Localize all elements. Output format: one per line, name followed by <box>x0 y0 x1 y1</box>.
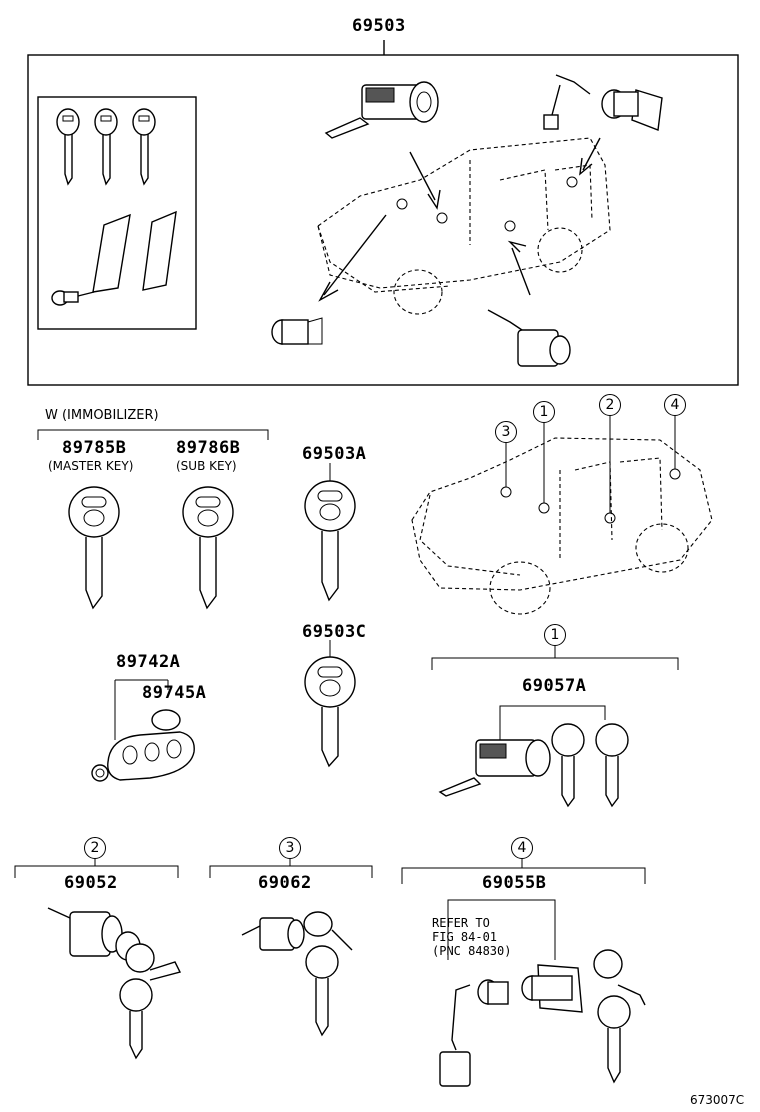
label-sub-key-desc: (SUB KEY) <box>176 459 237 473</box>
refer-line-3: (PNC 84830) <box>432 944 512 958</box>
callout-1-ignition: 1 <box>544 624 566 646</box>
label-back-door-cyl: 69055B <box>482 873 547 893</box>
refer-line-1: REFER TO <box>432 916 490 930</box>
key-tag-2 <box>142 210 177 291</box>
figure-code: 673007C <box>690 1093 745 1107</box>
door-cyl-bracket <box>14 865 179 878</box>
key-tag-1 <box>92 213 131 293</box>
label-glove-cyl: 69062 <box>258 873 312 893</box>
small-cylinder <box>51 290 95 306</box>
door-cyl-set-art <box>47 907 182 1060</box>
back-door-set-art <box>439 899 646 1087</box>
callout-2-door: 2 <box>84 837 106 859</box>
label-key-c: 69503C <box>302 622 367 642</box>
label-ignition-set: 69057A <box>522 676 587 696</box>
top-kit-frame <box>27 54 739 386</box>
immobilizer-bracket <box>37 429 269 440</box>
glove-cyl-bracket <box>209 865 373 878</box>
label-transmitter: 89742A <box>116 652 181 672</box>
top-ignition-cylinder <box>324 81 439 139</box>
ignition-bracket <box>431 657 679 670</box>
label-master-key-desc: (MASTER KEY) <box>48 459 134 473</box>
callout-4-vehicle: 4 <box>664 394 686 416</box>
callout-2-vehicle: 2 <box>599 394 621 416</box>
refer-line-2: FIG 84-01 <box>432 930 498 944</box>
label-immobilizer-group: W (IMMOBILIZER) <box>45 408 159 423</box>
key-set-frame <box>37 96 197 330</box>
glove-cyl-set-art <box>241 911 353 1037</box>
ignition-set-art <box>438 705 629 808</box>
sub-key-art <box>182 486 234 610</box>
label-sub-key-part: 89786B <box>176 438 241 458</box>
label-top-part: 69503 <box>352 16 406 36</box>
vehicle-outline <box>411 415 713 615</box>
back-door-bracket <box>401 867 646 884</box>
transmitter-art <box>91 679 195 782</box>
top-glove-cylinder <box>271 317 323 345</box>
top-back-door-cylinder <box>543 74 663 131</box>
label-master-key-part: 89785B <box>62 438 127 458</box>
label-battery: 89745A <box>142 683 207 703</box>
master-key-art <box>68 486 120 610</box>
top-vehicle-outline <box>317 137 611 315</box>
top-door-cylinder <box>487 309 571 367</box>
label-key-a: 69503A <box>302 444 367 464</box>
callout-3-vehicle: 3 <box>495 421 517 443</box>
key-c-art <box>304 656 356 768</box>
callout-1-vehicle: 1 <box>533 401 555 423</box>
callout-3-glove: 3 <box>279 837 301 859</box>
callout-4-back-door: 4 <box>511 837 533 859</box>
top-key-set <box>56 108 156 186</box>
label-door-cyl: 69052 <box>64 873 118 893</box>
key-a-art <box>304 480 356 602</box>
